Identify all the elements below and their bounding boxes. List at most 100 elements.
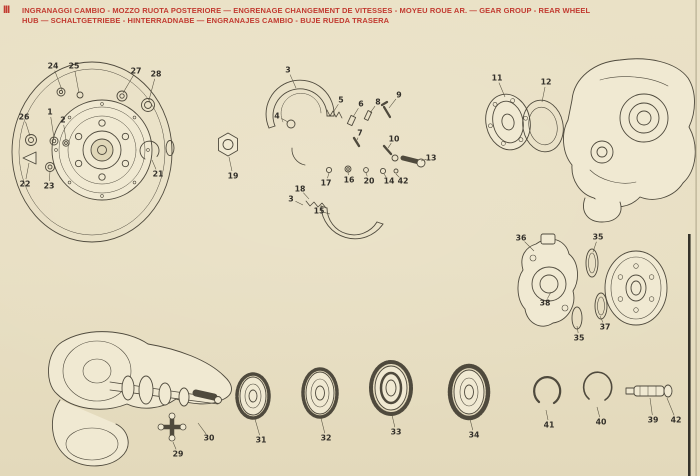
callout-leader-line xyxy=(369,105,376,114)
rear-drive-box-illustration xyxy=(517,233,668,330)
callout-leader-line xyxy=(122,75,134,94)
spindle-39 xyxy=(625,384,673,398)
part-number-callout: 39 xyxy=(648,416,659,425)
callout-leader-line xyxy=(383,173,387,178)
callout-leader-line xyxy=(498,82,506,98)
header-title-line1: INGRANAGGI CAMBIO - MOZZO RUOTA POSTERIO… xyxy=(22,6,591,15)
callout-leader-line xyxy=(254,418,260,436)
callout-leader-line xyxy=(545,409,549,421)
part-number-callout: 38 xyxy=(540,299,551,308)
callout-leader-line xyxy=(25,121,31,137)
part-number-callout: 31 xyxy=(256,436,267,445)
callout-leader-line xyxy=(387,143,392,149)
part-number-callout: 14 xyxy=(384,177,395,186)
transmission-assembly-illustration xyxy=(48,331,232,467)
part-number-callout: 2 xyxy=(60,116,65,125)
callout-leader-line xyxy=(547,291,552,299)
part-number-callout: 26 xyxy=(19,113,30,122)
part-number-callout: 42 xyxy=(671,416,682,425)
callout-leader-line xyxy=(49,170,51,182)
part-number-callout: 32 xyxy=(321,434,332,443)
brake-shoes-illustration xyxy=(265,79,426,240)
page-edge-line xyxy=(688,234,691,476)
part-number-callout: 6 xyxy=(358,100,363,109)
callout-leader-line xyxy=(391,414,396,428)
part-number-callout: 34 xyxy=(469,431,480,440)
part-number-callout: 18 xyxy=(295,185,306,194)
gear-32 xyxy=(301,367,339,419)
gear-33 xyxy=(369,360,413,416)
callout-leader-line xyxy=(352,108,359,118)
part-number-callout: 35 xyxy=(593,233,604,242)
part-number-callout: 4 xyxy=(274,112,280,121)
part-number-callout: 23 xyxy=(44,182,55,191)
callout-leader-line xyxy=(365,172,368,177)
callout-leader-line xyxy=(25,162,30,180)
part-number-callout: 33 xyxy=(391,428,402,437)
header-title-line2: HUB — SCHALTGETRIEBE - HINTERRADNABE — E… xyxy=(22,15,390,25)
part-number-callout: 9 xyxy=(396,91,401,100)
rear-wheel-hub-illustration xyxy=(11,61,238,243)
callout-leader-line xyxy=(50,116,55,139)
callout-leader-line xyxy=(151,159,157,170)
callout-leader-line xyxy=(74,70,80,94)
part-number-callout: 3 xyxy=(288,195,293,204)
callout-leader-line xyxy=(295,200,304,206)
callout-leader-line xyxy=(303,192,310,200)
part-number-callout: 13 xyxy=(426,154,437,163)
callout-leader-line xyxy=(289,74,297,89)
callout-leader-line xyxy=(327,172,330,179)
callout-leader-line xyxy=(666,397,675,416)
callout-leader-line xyxy=(592,241,597,253)
part-number-callout: 25 xyxy=(69,62,80,71)
part-number-callout: 7 xyxy=(357,129,362,138)
part-number-callout: 1 xyxy=(47,108,52,117)
part-number-callout: 12 xyxy=(541,78,552,87)
gearbox-housing-illustration xyxy=(485,58,696,223)
part-number-callout: 5 xyxy=(338,96,343,105)
page-edge-faint-line xyxy=(695,0,697,476)
part-number-callout: 11 xyxy=(492,74,503,83)
callout-leader-line xyxy=(54,70,63,91)
callout-leader-line xyxy=(356,137,359,141)
section-marker: III xyxy=(3,4,10,16)
part-number-callout: 22 xyxy=(20,180,31,189)
callout-leader-line xyxy=(420,159,427,162)
callout-leader-line xyxy=(172,441,177,450)
gear-34 xyxy=(447,363,491,421)
callout-leader-line xyxy=(281,118,289,123)
gear-cluster-illustration xyxy=(235,360,673,421)
part-number-callout: 42 xyxy=(398,177,409,186)
part-number-callout: 27 xyxy=(131,67,142,76)
part-number-callout: 17 xyxy=(321,179,332,188)
callout-leader-line xyxy=(148,78,155,101)
callout-leader-line xyxy=(649,397,653,416)
part-number-callout: 8 xyxy=(375,98,380,107)
part-number-callout: 28 xyxy=(151,70,162,79)
part-number-callout: 24 xyxy=(48,62,59,71)
circlip-40 xyxy=(582,371,613,401)
part-number-callout: 37 xyxy=(600,323,611,332)
part-number-callout: 3 xyxy=(285,66,290,75)
callout-leader-line xyxy=(323,212,331,215)
callout-leader-line xyxy=(320,417,326,434)
callout-leader-line xyxy=(541,86,546,103)
part-number-callout: 21 xyxy=(153,170,164,179)
part-number-callout: 30 xyxy=(204,434,215,443)
callout-leader-line xyxy=(228,156,233,172)
part-number-callout: 36 xyxy=(516,234,527,243)
part-number-callout: 41 xyxy=(544,421,555,430)
part-number-callout: 19 xyxy=(228,172,239,181)
part-number-callout: 20 xyxy=(364,177,375,186)
callout-leader-line xyxy=(388,98,397,109)
callout-leader-line xyxy=(197,422,207,435)
circlip-41 xyxy=(533,376,562,405)
callout-leader-line xyxy=(395,173,400,178)
part-number-callout: 35 xyxy=(574,334,585,343)
part-number-callout: 29 xyxy=(173,450,184,459)
part-number-callout: 16 xyxy=(344,176,355,185)
callout-leader-line xyxy=(524,241,535,252)
